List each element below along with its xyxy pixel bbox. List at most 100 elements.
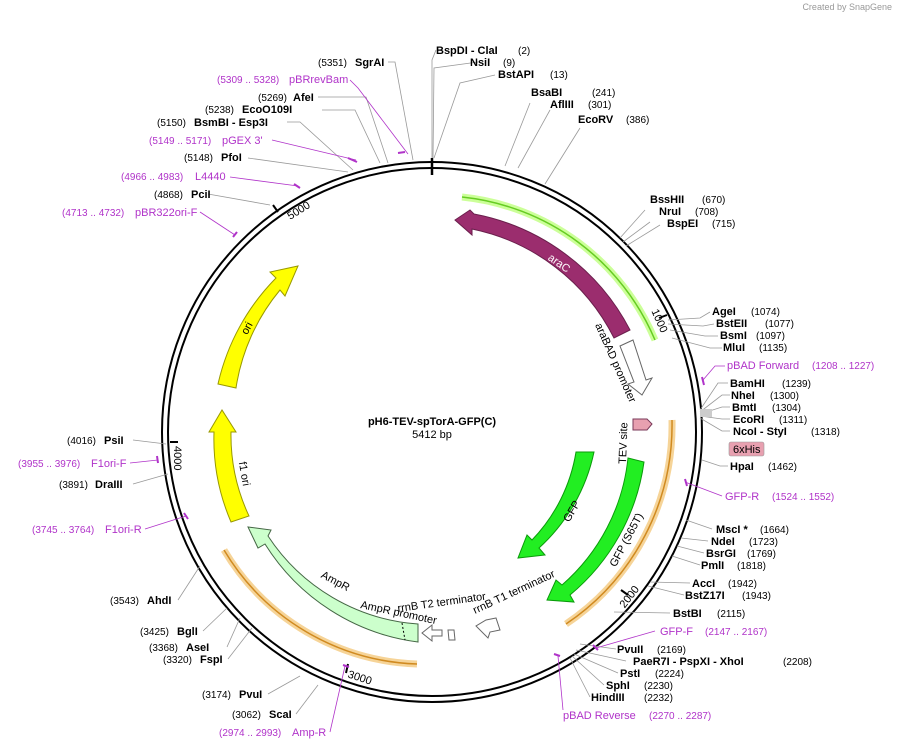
site-bstapi[interactable]: BstAPI [498, 69, 534, 81]
site-nhei[interactable]: NheI [731, 390, 755, 402]
site-sphi[interactable]: SphI [606, 680, 630, 692]
site-pfoi-pos: (5148) [184, 153, 213, 164]
site-agei[interactable]: AgeI [712, 306, 736, 318]
site-bsabi[interactable]: BsaBI [531, 87, 562, 99]
site-afei-pos: (5269) [258, 93, 287, 104]
site-psti[interactable]: PstI [620, 668, 640, 680]
primer-pbad-reverse-pos: (2270 .. 2287) [649, 711, 711, 722]
site-ecoo109i-pos: (5238) [205, 105, 234, 116]
site-sgrai[interactable]: SgrAI [355, 57, 384, 69]
primer-f1ori-r[interactable]: F1ori-R [105, 524, 142, 536]
primer-f1ori-f[interactable]: F1ori-F [91, 458, 127, 470]
site-bstbi[interactable]: BstBI [673, 608, 702, 620]
site-msci[interactable]: MscI * [716, 524, 749, 536]
site-bsrgi[interactable]: BsrGI [706, 548, 736, 560]
primer-gfp-f[interactable]: GFP-F [660, 626, 693, 638]
primer-pbad-reverse[interactable]: pBAD Reverse [563, 710, 636, 722]
site-hpai[interactable]: HpaI [730, 461, 754, 473]
feature-6xhis[interactable]: 6xHis [728, 441, 765, 457]
right-primers: pBAD Forward (1208 .. 1227) GFP-R (1524 … [563, 360, 874, 722]
site-bsshii[interactable]: BssHII [650, 194, 684, 206]
site-ecoo109i[interactable]: EcoO109I [242, 104, 292, 116]
site-pvui-pos: (3174) [202, 690, 231, 701]
tick-3000: 3000 [346, 669, 373, 688]
site-bgli[interactable]: BglI [177, 626, 198, 638]
site-bsrgi-pos: (1769) [747, 549, 776, 560]
feature-gfp-s65t[interactable]: GFP (S65T) [546, 457, 646, 603]
site-ncoi-styi[interactable]: NcoI - StyI [733, 426, 787, 438]
primer-pbrrevbam[interactable]: pBRrevBam [289, 74, 348, 86]
site-bsmbi-esp3i-pos: (5150) [157, 118, 186, 129]
site-bspei[interactable]: BspEI [667, 218, 698, 230]
plasmid-size: 5412 bp [412, 429, 452, 441]
feature-ampr-label: AmpR [319, 569, 352, 594]
site-ahdi[interactable]: AhdI [147, 595, 171, 607]
site-nrui-pos: (708) [695, 207, 718, 218]
site-pvui[interactable]: PvuI [239, 689, 262, 701]
site-afei[interactable]: AfeI [293, 92, 314, 104]
primer-f1ori-f-pos: (3955 .. 3976) [18, 459, 80, 470]
site-afliii[interactable]: AflIII [550, 99, 574, 111]
site-pmli[interactable]: PmlI [701, 560, 724, 572]
site-bstz17i-pos: (1943) [742, 591, 771, 602]
site-nrui[interactable]: NruI [659, 206, 681, 218]
site-fspi[interactable]: FspI [200, 654, 223, 666]
primer-pbr322ori-f[interactable]: pBR322ori-F [135, 207, 198, 219]
site-nsii[interactable]: NsiI [470, 57, 490, 69]
site-bmti-pos: (1304) [772, 403, 801, 414]
site-paer7i-pspxi-xhoi[interactable]: PaeR7I - PspXI - XhoI [633, 656, 744, 668]
site-pfoi[interactable]: PfoI [221, 152, 242, 164]
site-mlui[interactable]: MluI [723, 342, 745, 354]
feature-gfp[interactable]: GFP [517, 451, 595, 559]
primer-pbad-forward[interactable]: pBAD Forward [727, 360, 799, 372]
site-bamhi[interactable]: BamHI [730, 378, 765, 390]
site-hpai-pos: (1462) [768, 462, 797, 473]
feature-ori-label: ori [239, 320, 255, 336]
feature-tev-label: TEV site [617, 422, 630, 464]
primer-amp-r[interactable]: Amp-R [292, 727, 326, 739]
site-psii-pos: (4016) [67, 436, 96, 447]
site-hindiii[interactable]: HindIII [591, 692, 625, 704]
site-bsmbi-esp3i[interactable]: BsmBI - Esp3I [194, 117, 268, 129]
feature-ori[interactable]: ori [217, 265, 299, 389]
site-hindiii-pos: (2232) [644, 693, 673, 704]
site-pvuii[interactable]: PvuII [617, 644, 643, 656]
left-primers: (5309 .. 5328) pBRrevBam (5149 .. 5171) … [18, 74, 348, 739]
site-nhei-pos: (1300) [770, 391, 799, 402]
site-bmti[interactable]: BmtI [732, 402, 756, 414]
site-ecori[interactable]: EcoRI [733, 414, 764, 426]
site-bstz17i[interactable]: BstZ17I [685, 590, 725, 602]
site-scai-pos: (3062) [232, 710, 261, 721]
site-asei[interactable]: AseI [186, 642, 209, 654]
site-bspdi-clai[interactable]: BspDI - ClaI [436, 45, 498, 57]
primer-amp-r-pos: (2974 .. 2993) [219, 728, 281, 739]
left-site-leaders [132, 61, 414, 715]
feature-f1-ori[interactable]: f1 ori [208, 409, 252, 523]
primer-l4440[interactable]: L4440 [195, 171, 226, 183]
site-ndei[interactable]: NdeI [711, 536, 735, 548]
primer-gfp-f-pos: (2147 .. 2167) [705, 627, 767, 638]
site-bsmi[interactable]: BsmI [720, 330, 747, 342]
site-bspei-pos: (715) [712, 219, 735, 230]
site-ecorv[interactable]: EcoRV [578, 114, 614, 126]
feature-arac[interactable]: araC [454, 209, 631, 339]
site-bsteii[interactable]: BstEII [716, 318, 747, 330]
site-ndei-pos: (1723) [749, 537, 778, 548]
feature-tev-site[interactable]: TEV site [617, 418, 653, 464]
feature-rrnb-t1[interactable]: rrnB T1 terminator [471, 568, 557, 639]
left-sites: (5351) SgrAI (5269) AfeI (5238) EcoO109I… [59, 57, 384, 721]
site-acci[interactable]: AccI [692, 578, 715, 590]
site-pcii[interactable]: PciI [191, 189, 211, 201]
site-psii[interactable]: PsiI [104, 435, 124, 447]
site-nsii-pos: (9) [503, 58, 515, 69]
primer-pgex3[interactable]: pGEX 3' [222, 135, 263, 147]
site-asei-pos: (3368) [149, 643, 178, 654]
feature-ampr[interactable]: AmpR [247, 526, 419, 643]
site-bsteii-pos: (1077) [765, 319, 794, 330]
site-ncoi-styi-pos: (1318) [811, 427, 840, 438]
site-sgrai-pos: (5351) [318, 58, 347, 69]
site-scai[interactable]: ScaI [269, 709, 292, 721]
site-draiii[interactable]: DraIII [95, 479, 123, 491]
primer-gfp-r[interactable]: GFP-R [725, 491, 759, 503]
